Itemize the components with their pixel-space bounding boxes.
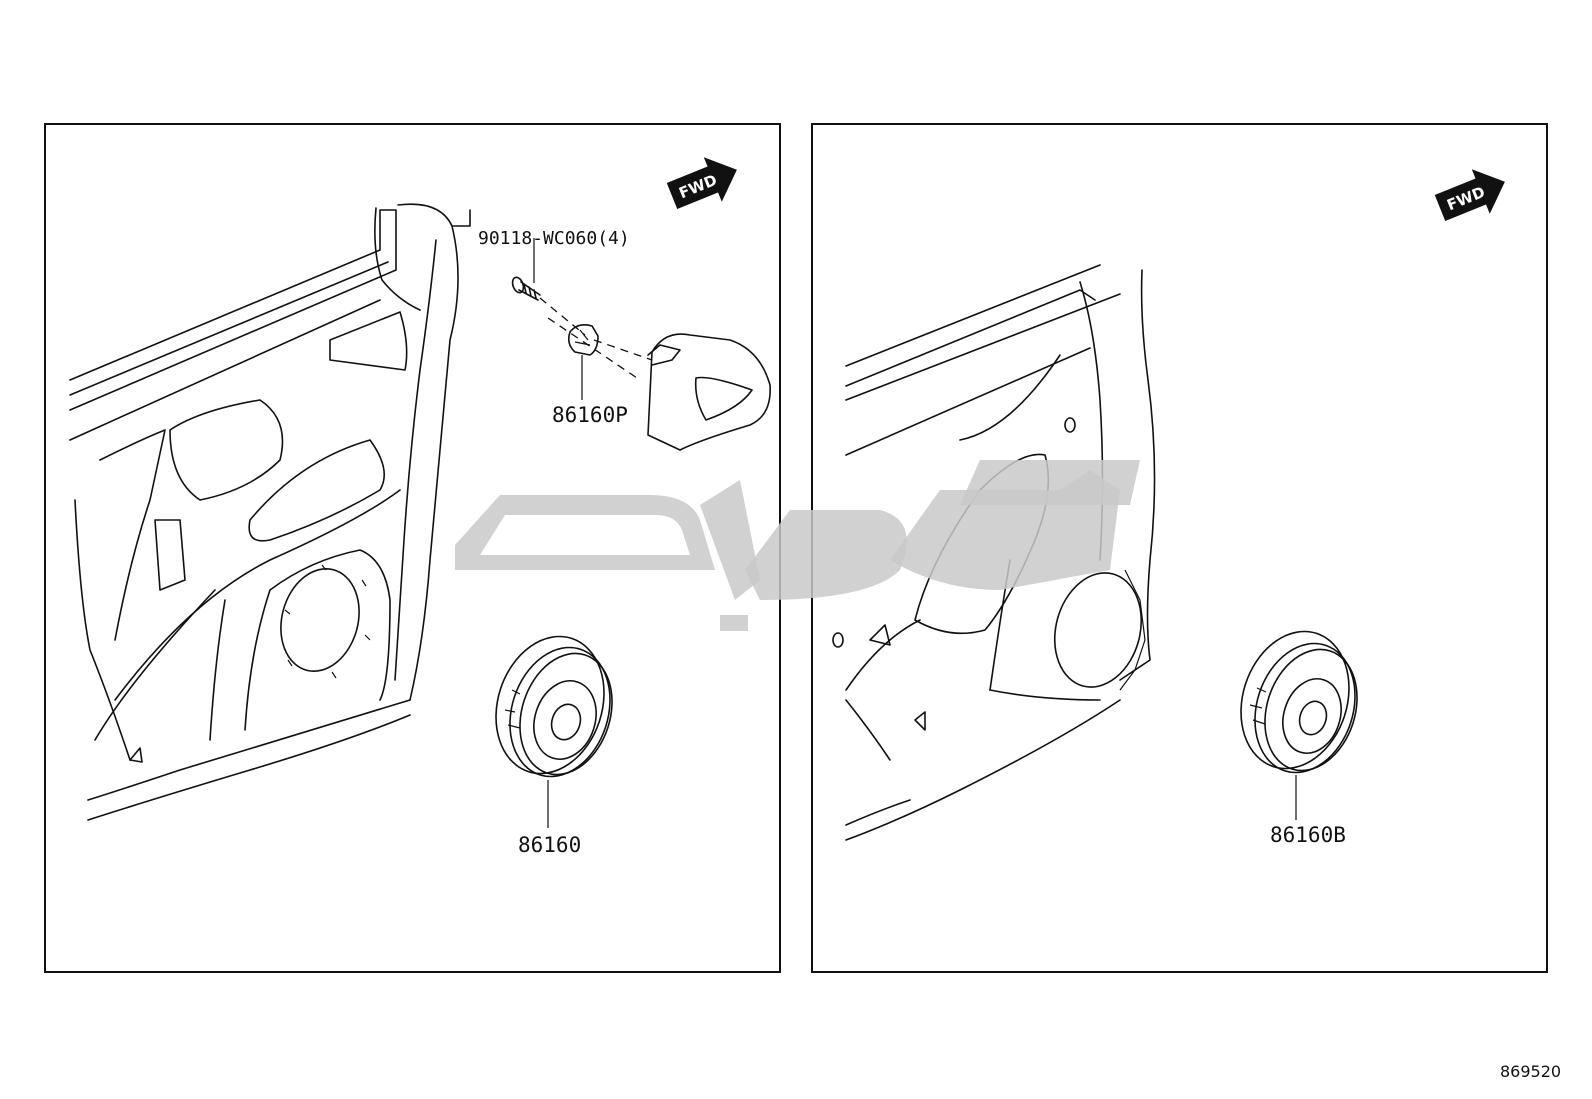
left-panel: FWD <box>44 123 781 973</box>
watermark-logo <box>455 460 1140 631</box>
fwd-arrow-icon: FWD <box>666 157 737 209</box>
speaker-part-number-right: 86160B <box>1270 823 1346 847</box>
speaker-part-number: 86160 <box>518 833 581 857</box>
screw-part <box>511 238 653 381</box>
cover-part <box>647 333 771 451</box>
front-door-panel <box>69 203 471 821</box>
clip-part-number: 86160P <box>552 403 628 427</box>
speaker-part <box>495 635 613 828</box>
fwd-arrow-icon-right: FWD <box>1434 169 1505 221</box>
clip-part <box>568 324 599 400</box>
diagram-id: 869520 <box>1500 1062 1561 1081</box>
left-panel-frame <box>44 123 781 973</box>
screw-part-number: 90118-WC060(4) <box>478 228 630 249</box>
speaker-part-right <box>1240 630 1358 820</box>
